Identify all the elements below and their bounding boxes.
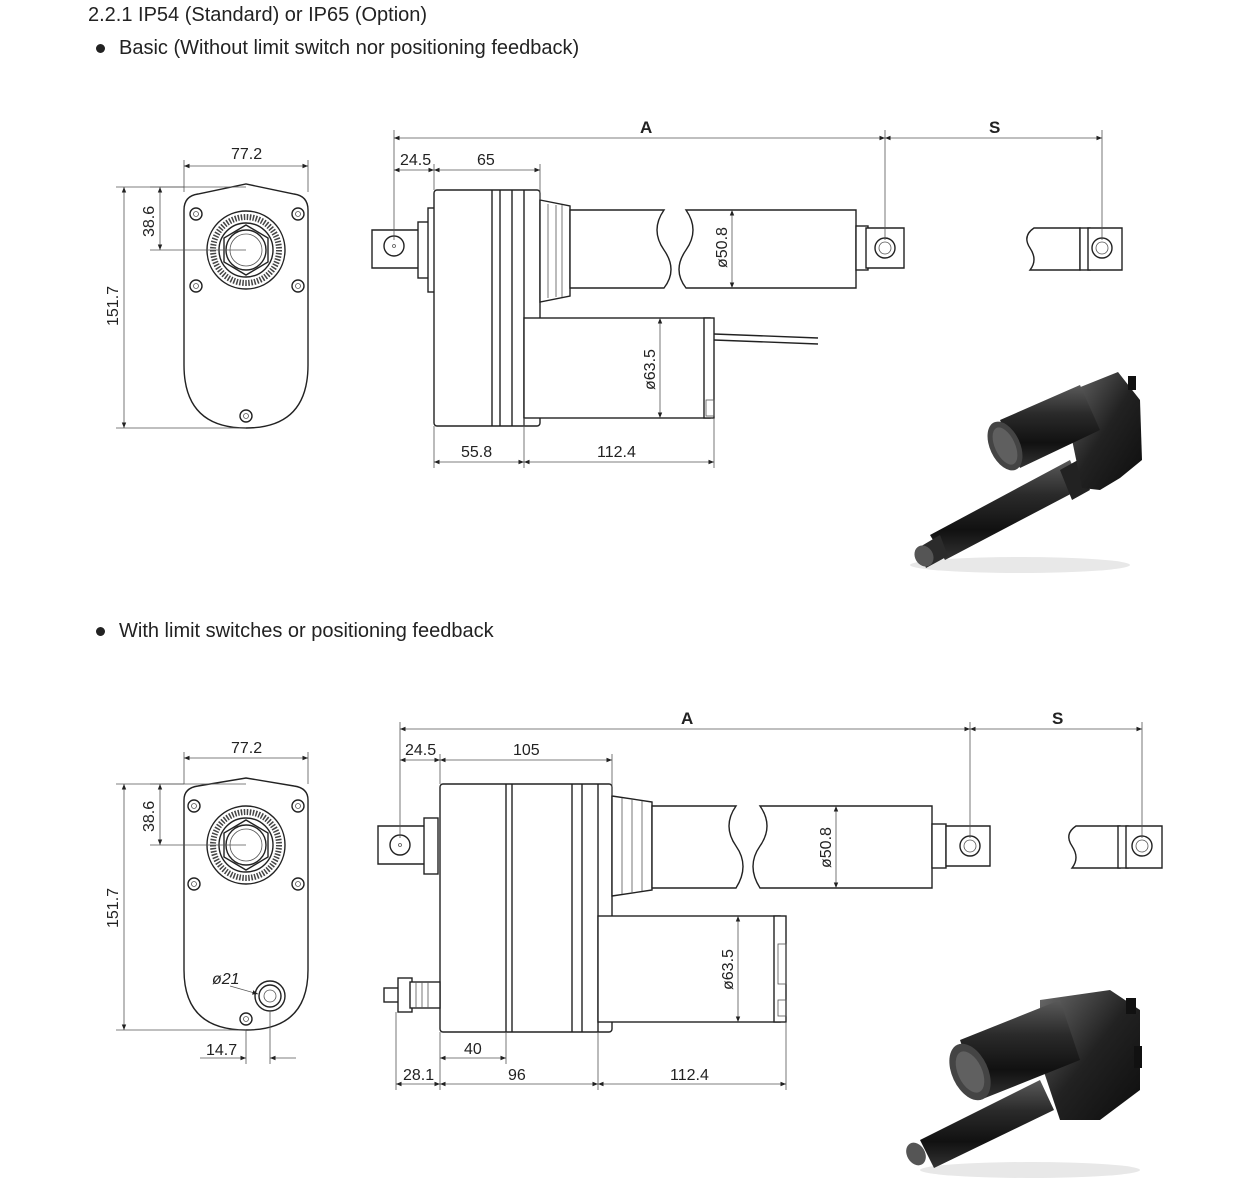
fig2-length-a: A bbox=[681, 709, 693, 728]
fig2-gearbox: 105 bbox=[513, 742, 540, 759]
section-heading: 2.2.1 IP54 (Standard) or IP65 (Option) bbox=[88, 4, 428, 26]
bullet-dot-icon bbox=[96, 44, 105, 53]
fig1-motor-length: 112.4 bbox=[597, 444, 636, 461]
fig2-cable-gland: 28.1 bbox=[403, 1067, 434, 1084]
fig2-side-width: 77.2 bbox=[231, 740, 262, 757]
fig1-side-height: 151.7 bbox=[105, 286, 122, 326]
fig2-front-view: ø50.8 ø63.5 bbox=[377, 709, 1163, 1090]
fig2-stroke-s: S bbox=[1052, 709, 1063, 728]
fig2-housing-a: 40 bbox=[464, 1041, 482, 1058]
fig1-product-photo bbox=[910, 372, 1142, 573]
fig2-housing-b: 96 bbox=[508, 1067, 526, 1084]
fig1-rod-dia: ø50.8 bbox=[714, 227, 731, 268]
fig2-product-photo bbox=[906, 990, 1142, 1178]
fig2-side-height: 151.7 bbox=[105, 888, 122, 928]
fig1-length-a: A bbox=[640, 118, 652, 137]
fig2-side-view: ø21 77.2 38.6 151.7 14.7 bbox=[105, 740, 309, 1064]
fig1-motor-dia: ø63.5 bbox=[642, 349, 659, 390]
fig1-base-width: 55.8 bbox=[461, 444, 492, 461]
fig2-clevis: 24.5 bbox=[405, 742, 436, 759]
figure-2-feedback: ø21 77.2 38.6 151.7 14.7 bbox=[105, 709, 1163, 1178]
bullet-basic: Basic (Without limit switch nor position… bbox=[96, 37, 579, 60]
fig1-front-view: ø50.8 ø63.5 A bbox=[371, 118, 1123, 468]
fig1-gearbox: 65 bbox=[477, 152, 495, 169]
fig2-connector-dia: ø21 bbox=[212, 971, 240, 988]
figure-1-basic: 77.2 38.6 151.7 bbox=[105, 118, 1142, 573]
fig2-connector-offset: 14.7 bbox=[206, 1042, 237, 1059]
fig1-clevis: 24.5 bbox=[400, 152, 431, 169]
fig1-side-offset: 38.6 bbox=[141, 206, 158, 237]
bullet-feedback: With limit switches or positioning feedb… bbox=[96, 620, 494, 643]
fig2-motor-length: 112.4 bbox=[670, 1067, 709, 1084]
bullet-feedback-label: With limit switches or positioning feedb… bbox=[119, 620, 494, 642]
bullet-basic-label: Basic (Without limit switch nor position… bbox=[119, 37, 580, 59]
fig1-side-width: 77.2 bbox=[231, 146, 262, 163]
fig1-stroke-s: S bbox=[989, 118, 1000, 137]
bullet-dot-icon bbox=[96, 627, 105, 636]
fig2-side-offset: 38.6 bbox=[141, 801, 158, 832]
fig2-rod-dia: ø50.8 bbox=[818, 827, 835, 868]
fig2-motor-dia: ø63.5 bbox=[720, 949, 737, 990]
fig1-side-view: 77.2 38.6 151.7 bbox=[105, 146, 309, 429]
